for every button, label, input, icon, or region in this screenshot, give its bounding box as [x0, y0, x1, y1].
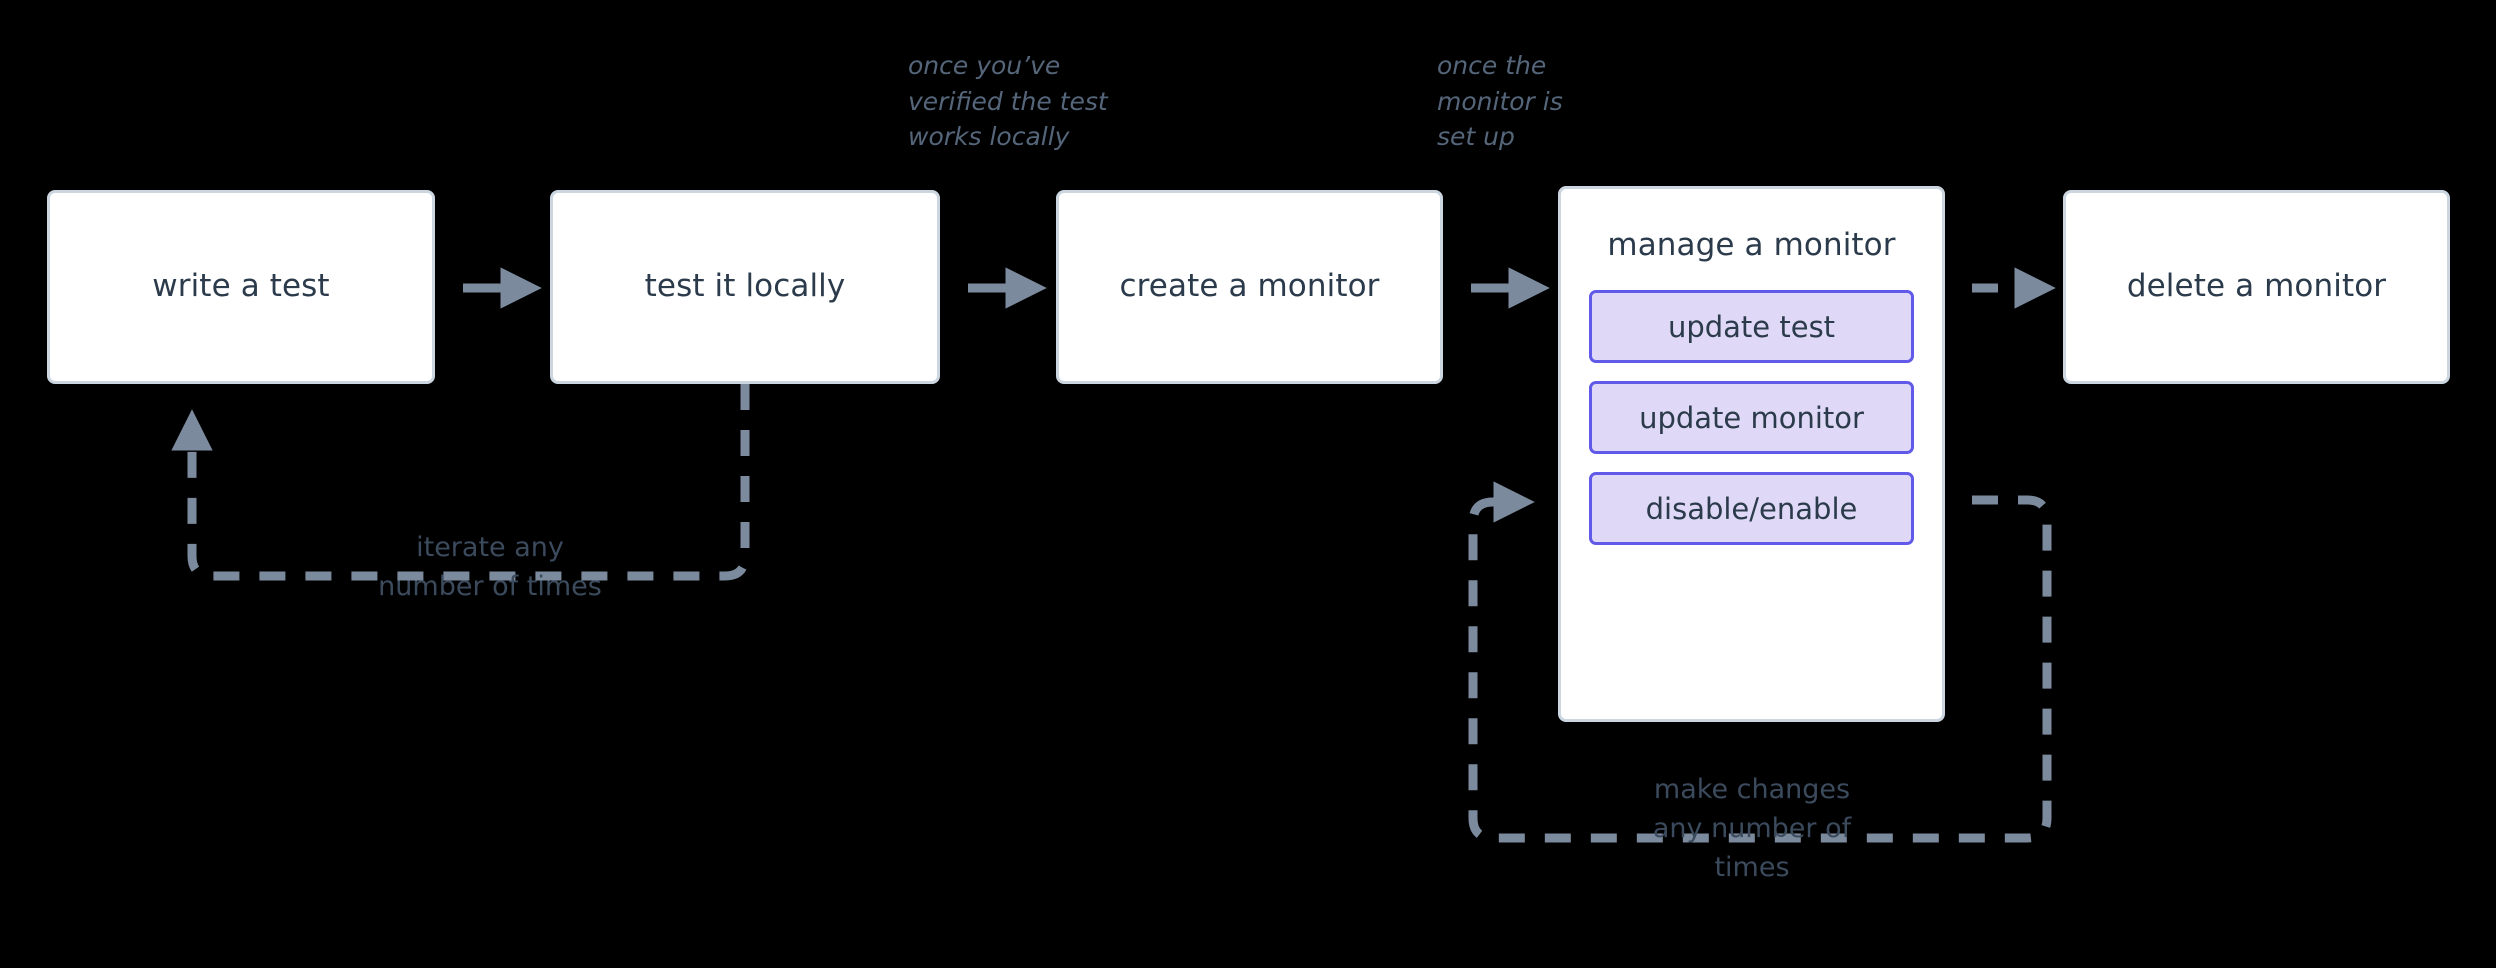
- sub-action-label-update-test: update test: [1667, 309, 1836, 344]
- sub-action-label-update-monitor: update monitor: [1639, 400, 1864, 435]
- loop-label-make-changes-any-number-of-times: make changes any number of times: [1652, 774, 1852, 884]
- sub-action-update-monitor[interactable]: update monitor: [1589, 381, 1914, 455]
- stage-label-manage-a-monitor: manage a monitor: [1607, 227, 1896, 263]
- stage-box-create-a-monitor[interactable]: create a monitor: [1056, 190, 1443, 384]
- sub-action-update-test[interactable]: update test: [1589, 290, 1914, 364]
- sub-action-disable-enable[interactable]: disable/enable: [1589, 472, 1914, 546]
- stage-box-test-it-locally[interactable]: test it locally: [550, 190, 940, 384]
- stage-label-delete-a-monitor: delete a monitor: [2126, 268, 2387, 305]
- stage-label-create-a-monitor: create a monitor: [1119, 268, 1380, 305]
- stage-label-test-it-locally: test it locally: [644, 268, 846, 305]
- sub-action-label-disable-enable: disable/enable: [1645, 491, 1858, 526]
- stage-box-delete-a-monitor[interactable]: delete a monitor: [2063, 190, 2450, 384]
- stage-label-write-a-test: write a test: [152, 268, 330, 305]
- loop-label-iterate-any-number-of-times: iterate any number of times: [378, 532, 602, 603]
- stage-box-manage-a-monitor[interactable]: manage a monitor update test update moni…: [1558, 186, 1945, 722]
- note-once-monitor-set-up: once the monitor is set up: [1437, 51, 1563, 151]
- sub-action-list: update test update monitor disable/enabl…: [1561, 290, 1942, 546]
- note-once-verified: once you’ve verified the test works loca…: [908, 51, 1108, 151]
- stage-box-write-a-test[interactable]: write a test: [47, 190, 435, 384]
